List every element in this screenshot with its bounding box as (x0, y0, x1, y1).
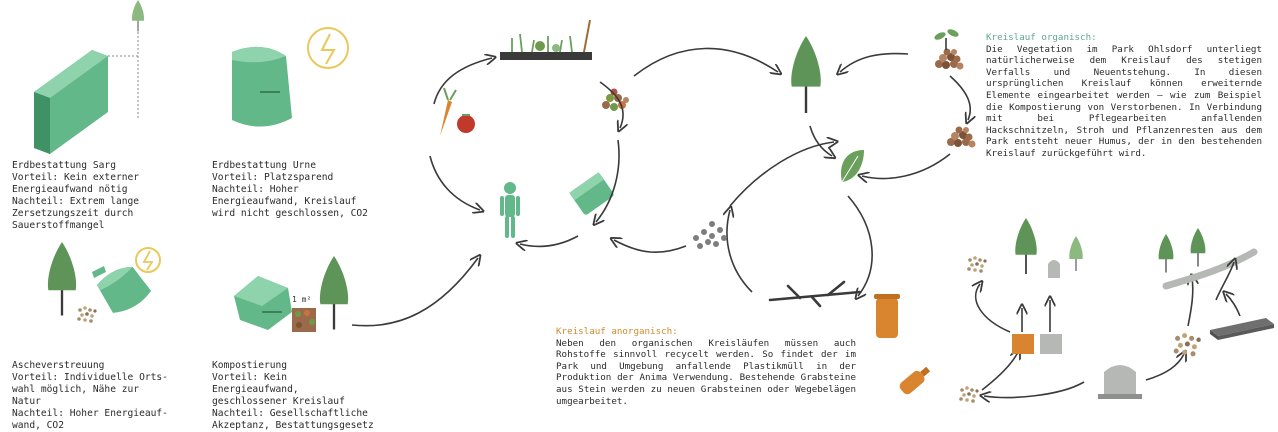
tree-icon (318, 254, 350, 331)
flow-arrow (984, 381, 1085, 397)
area-label: 1 m² (292, 295, 311, 304)
urne-body: Vorteil: Platzsparend Nachteil: Hoher En… (212, 172, 368, 219)
sarg-body: Vorteil: Kein externer Energieaufwand nö… (12, 172, 140, 231)
organisch-body: Die Vegetation im Park Ohlsdorf unterlie… (986, 43, 1262, 159)
anorganisch-title: Kreislauf anorganisch: (556, 326, 678, 337)
flow-arrow (1226, 294, 1241, 317)
flow-arrow (809, 125, 832, 156)
flow-arrow (840, 52, 909, 72)
organisch-title: Kreislauf organisch: (986, 32, 1097, 43)
anorganisch-body: Neben den organischen Kreisläufen müssen… (556, 337, 856, 407)
compost-square-icon (292, 308, 316, 332)
kompost-body: Vorteil: Kein Energieaufwand, geschlosse… (212, 372, 374, 431)
gravestone-icon (1048, 260, 1060, 278)
flow-arrow (1215, 262, 1234, 301)
leaf-icon (840, 150, 864, 183)
human-figure-icon (500, 182, 520, 238)
gravestone-icon (1098, 365, 1142, 399)
tree-icon (131, 0, 145, 32)
compost-pile-icon (602, 88, 629, 111)
text-block-anorganisch: Kreislauf anorganisch:Neben den organisc… (556, 326, 856, 407)
coffin-icon (34, 32, 139, 154)
flow-arrow (351, 258, 478, 327)
bottle-icon (899, 366, 931, 395)
tree-icon (790, 34, 822, 115)
asche-body: Vorteil: Individuelle Orts- wahl möglich… (12, 372, 168, 431)
planter-icon (500, 19, 592, 60)
granulate-icon (959, 386, 979, 403)
asche-title: Ascheverstreuung (12, 360, 105, 371)
sarg-title: Erdbestattung Sarg (12, 160, 116, 171)
flow-arrow (596, 139, 620, 222)
flow-arrow (729, 142, 834, 207)
vegetable-icon (440, 87, 475, 136)
tree-icon (46, 240, 78, 317)
energy-icon (307, 27, 349, 69)
flow-arrow (433, 58, 492, 105)
compost-capsule-icon (234, 276, 292, 330)
flow-arrow (633, 47, 778, 77)
text-block-organisch: Kreislauf organisch:Die Vegetation im Pa… (986, 32, 1262, 160)
tree-icon (1068, 235, 1084, 272)
flow-arrow (599, 81, 623, 128)
compost-pile-icon (947, 126, 976, 148)
granulate-icon (967, 256, 987, 273)
tree-icon (1190, 227, 1206, 268)
trash-bin-icon (874, 294, 900, 338)
flow-arrow (847, 195, 873, 296)
gravel-icon (1173, 333, 1201, 357)
kompost-title: Kompostierung (212, 360, 288, 371)
deadwood-icon (768, 280, 862, 308)
urne-title: Erdbestattung Urne (212, 160, 316, 171)
energy-icon (135, 247, 161, 273)
grey-block-icon (1040, 334, 1062, 354)
orange-block-icon (1012, 334, 1034, 354)
flow-arrow (1188, 278, 1193, 327)
flow-arrow (976, 284, 1011, 333)
flow-arrow (1145, 354, 1184, 381)
grey-dots-icon (693, 221, 727, 249)
tree-icon (1014, 217, 1038, 275)
flow-arrow (981, 352, 1018, 391)
flow-arrow (949, 75, 970, 120)
flow-arrow (727, 210, 753, 293)
flow-arrow (862, 153, 951, 178)
flow-arrow (520, 235, 579, 246)
tree-icon (1158, 233, 1174, 274)
urn-icon (232, 46, 292, 127)
flow-arrow (614, 240, 687, 254)
path-icon (1162, 248, 1258, 290)
ash-scatter-icon (77, 306, 97, 323)
lid-icon (92, 266, 106, 278)
seedling-pile-icon (934, 29, 964, 70)
compost-capsule-icon (569, 172, 614, 215)
urn-tilted-icon (96, 266, 152, 313)
paving-icon (1210, 318, 1274, 340)
flow-arrow (429, 155, 480, 210)
